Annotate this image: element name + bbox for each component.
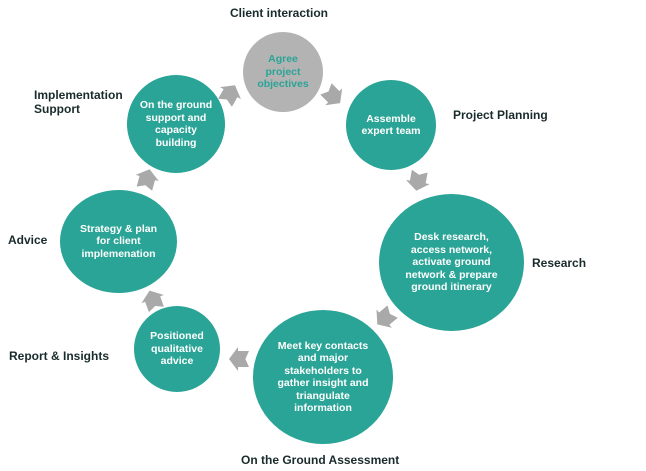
stage-label-report-insights: Report & Insights	[9, 349, 110, 363]
stage-label-on-the-ground-assessment: On the Ground Assessment	[241, 453, 400, 467]
stage-circle-agree-objectives: Agree project objectives	[243, 32, 323, 112]
arrow-icon	[406, 169, 430, 191]
arrow-icon	[135, 169, 159, 191]
stage-circle-strategy-plan: Strategy & plan for client implemenation	[60, 190, 177, 293]
stage-label-project-planning: Project Planning	[453, 108, 548, 122]
arrow-icon	[229, 347, 249, 371]
stage-circle-assemble-team: Assemble expert team	[346, 80, 436, 170]
stage-label-client-interaction: Client interaction	[230, 6, 329, 20]
stage-circle-desk-research: Desk research, access network, activate …	[379, 194, 524, 331]
arrow-icon	[141, 290, 164, 313]
arrow-icon	[376, 305, 398, 328]
stage-circle-ground-support: On the ground support and capacity build…	[127, 75, 225, 173]
stage-circle-meet-stakeholders: Meet key contacts and major stakeholders…	[253, 310, 393, 444]
stage-label-advice: Advice	[8, 233, 48, 247]
arrow-icon	[320, 83, 343, 106]
arrow-icon	[218, 85, 241, 107]
stage-circle-positioned-advice: Positioned qualitative advice	[134, 306, 220, 392]
stage-label-implementation-support: Implementation Support	[34, 88, 123, 116]
stage-label-research: Research	[532, 256, 587, 270]
